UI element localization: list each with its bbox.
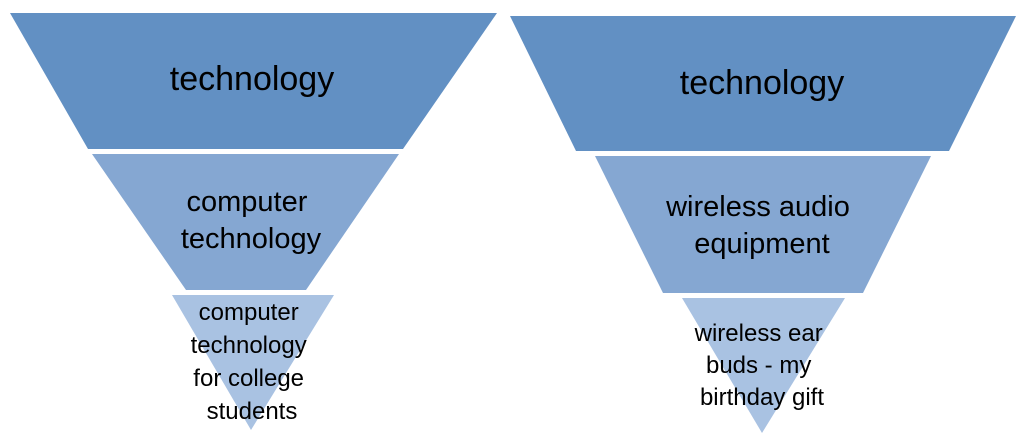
left-funnel-top-label: technology xyxy=(170,60,334,98)
right-funnel-bottom-line-1: wireless ear xyxy=(694,320,823,347)
right-funnel: technology wireless audio equipment wire… xyxy=(510,16,1016,433)
left-funnel-bottom-line-3: for college xyxy=(193,365,304,392)
left-funnel-middle-segment xyxy=(92,154,399,290)
right-funnel-top-segment xyxy=(510,16,1016,151)
left-funnel-bottom-line-2: technology xyxy=(191,332,307,359)
left-funnel-middle-line-2: technology xyxy=(181,223,322,255)
left-funnel-top-segment xyxy=(10,13,497,149)
right-funnel-bottom-line-2: buds - my xyxy=(706,352,811,379)
left-funnel-bottom-label: computer technology for college students xyxy=(191,299,314,425)
right-funnel-bottom-segment xyxy=(682,298,845,433)
left-funnel-bottom-line-4: students xyxy=(207,398,298,425)
left-funnel-middle-label: computer technology xyxy=(181,186,322,255)
left-funnel-middle-line-1: computer xyxy=(187,186,308,218)
right-funnel-middle-segment xyxy=(595,156,931,293)
right-funnel-top-label: technology xyxy=(680,64,844,102)
right-funnel-middle-line-1: wireless audio xyxy=(665,191,850,223)
left-funnel-bottom-line-1: computer xyxy=(199,299,299,326)
right-funnel-middle-label: wireless audio equipment xyxy=(665,191,858,260)
left-funnel: technology computer technology computer … xyxy=(10,13,497,430)
left-funnel-bottom-segment xyxy=(172,295,334,430)
right-funnel-bottom-label: wireless ear buds - my birthday gift xyxy=(694,320,830,411)
left-funnel-top-line-1: technology xyxy=(170,60,334,98)
right-funnel-middle-line-2: equipment xyxy=(694,228,829,260)
right-funnel-bottom-line-3: birthday gift xyxy=(700,384,824,411)
right-funnel-top-line-1: technology xyxy=(680,64,844,102)
